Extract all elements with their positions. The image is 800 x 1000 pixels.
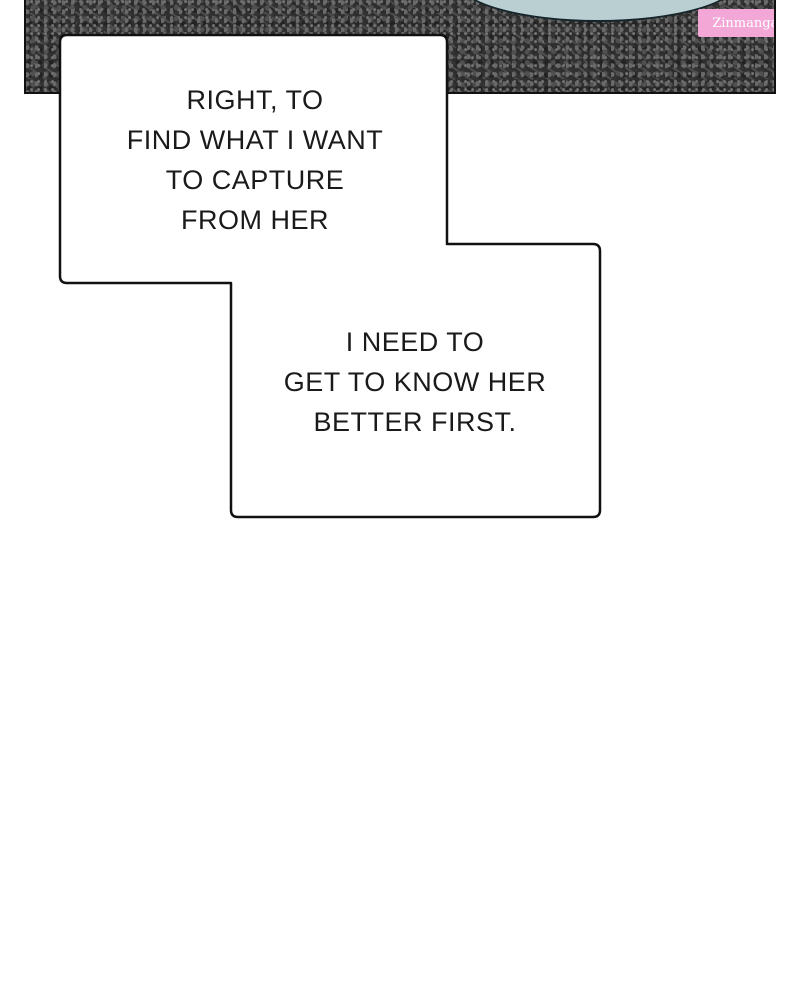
caption-line: BETTER FIRST. — [313, 407, 517, 437]
caption-line: GET TO KNOW HER — [283, 367, 547, 397]
caption-line: I NEED TO — [345, 327, 485, 357]
caption-line: RIGHT, TO — [186, 85, 324, 115]
caption-text-1: RIGHT, TO FIND WHAT I WANT TO CAPTURE FR… — [95, 80, 415, 240]
caption-line: FIND WHAT I WANT — [126, 125, 384, 155]
caption-line: FROM HER — [181, 205, 329, 235]
watermark-text: Zinmanga.net — [712, 15, 774, 31]
caption-text-2: I NEED TO GET TO KNOW HER BETTER FIRST. — [255, 322, 575, 442]
watermark-badge: Zinmanga.net — [698, 9, 774, 37]
caption-line: TO CAPTURE — [165, 165, 345, 195]
